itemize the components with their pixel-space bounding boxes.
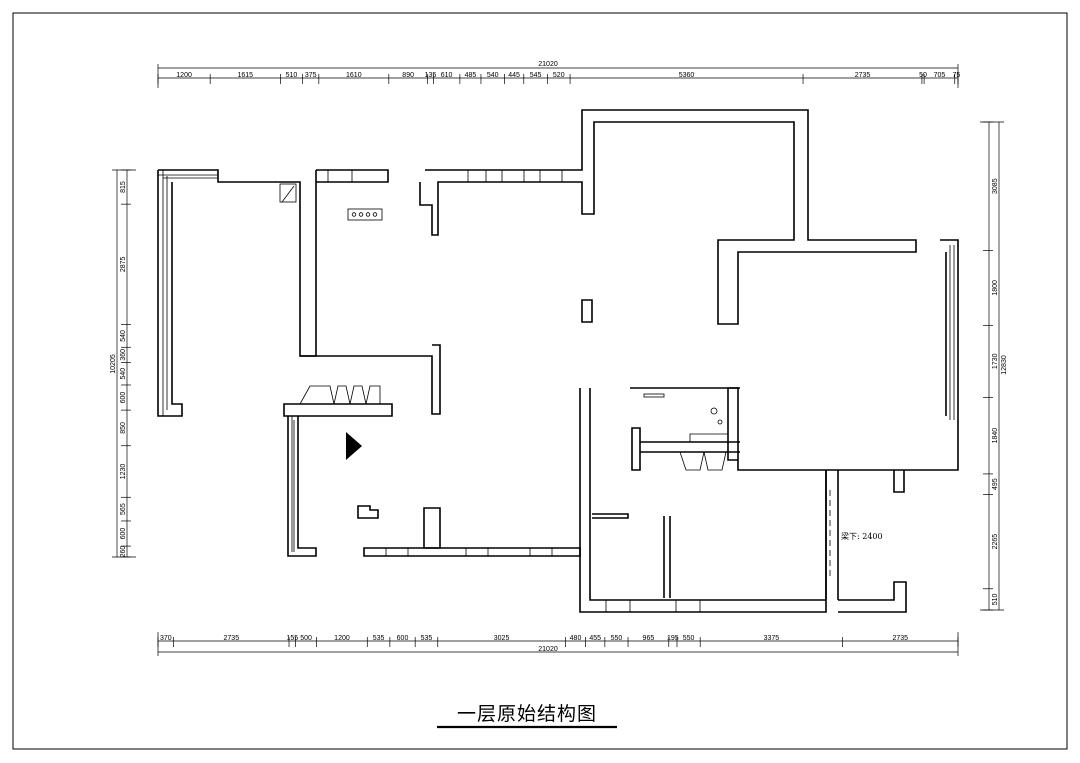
beam-note: 梁下: 2400 (841, 532, 883, 541)
walls (157, 109, 959, 613)
left-dim-label: 260 (120, 546, 127, 558)
left-dim-label: 2875 (120, 257, 127, 273)
top-dim-label: 890 (402, 72, 414, 79)
top-total-dim: 21020 (538, 61, 558, 68)
top-dim-label: 545 (530, 72, 542, 79)
bottom-dim-label: 965 (643, 635, 655, 642)
top-dim-label: 375 (305, 72, 317, 79)
top-dim-label: 135 (425, 72, 437, 79)
top-dim-label: 1615 (237, 72, 253, 79)
bottom-dim-label: 2735 (893, 635, 909, 642)
bottom-dim-label: 370 (160, 635, 172, 642)
right-dim-label: 1800 (992, 280, 999, 296)
left-dim-label: 360 (120, 349, 127, 361)
top-dim-label: 510 (286, 72, 298, 79)
right-total-dim: 12830 (1001, 355, 1008, 375)
bottom-dim-label: 550 (683, 635, 695, 642)
left-total-dim: 10205 (110, 354, 117, 374)
bottom-dim-label: 155 (286, 635, 298, 642)
left-dim-label: 600 (120, 392, 127, 404)
top-dim-label: 540 (487, 72, 499, 79)
bottom-dim-label: 455 (589, 635, 601, 642)
left-dim-label: 600 (120, 528, 127, 540)
top-dim-label: 75 (952, 72, 960, 79)
bottom-dim-label: 535 (373, 635, 385, 642)
right-dim-label: 495 (992, 478, 999, 490)
bottom-dim-label: 3375 (764, 635, 780, 642)
left-dim-label: 815 (120, 181, 127, 193)
top-dim-label: 1200 (176, 72, 192, 79)
drawing-title: 一层原始结构图 (457, 703, 597, 725)
right-dim-label: 1730 (992, 353, 999, 369)
bottom-dim-label: 550 (611, 635, 623, 642)
right-dim-label: 1840 (992, 428, 999, 444)
bottom-total-dim: 21020 (538, 646, 558, 653)
right-dimension-chain: 12830 3085 1800 1730 1840 495 2265 510 (980, 121, 1008, 611)
top-dim-label: 50 (919, 72, 927, 79)
bottom-dim-label: 195 (667, 635, 679, 642)
left-dim-label: 1230 (120, 464, 127, 480)
top-dimension-chain: 21020 1200 1615 510 375 1610 890 135 610 485 540 4… (157, 61, 960, 88)
bottom-dim-label: 600 (397, 635, 409, 642)
bottom-dim-label: 535 (421, 635, 433, 642)
top-dim-label: 610 (441, 72, 453, 79)
bottom-dim-label: 480 (570, 635, 582, 642)
bottom-dim-label: 2735 (224, 635, 240, 642)
entrance-arrow-icon (346, 432, 362, 460)
left-dim-label: 540 (120, 368, 127, 380)
bottom-dim-label: 3025 (494, 635, 510, 642)
right-dim-label: 3085 (992, 178, 999, 194)
right-dim-label: 510 (992, 593, 999, 605)
bottom-dim-label: 1200 (334, 635, 350, 642)
top-dim-label: 445 (508, 72, 520, 79)
top-dim-label: 1610 (346, 72, 362, 79)
right-dim-label: 2265 (992, 534, 999, 550)
wall-details (158, 170, 955, 612)
left-dim-label: 850 (120, 422, 127, 434)
bottom-dim-label: 500 (300, 635, 312, 642)
top-dim-label: 520 (553, 72, 565, 79)
left-dim-label: 565 (120, 503, 127, 515)
top-dim-label: 5360 (679, 72, 695, 79)
left-dim-label: 540 (120, 330, 127, 342)
top-dim-label: 2735 (855, 72, 871, 79)
left-dimension-chain: 10205 815 2875 540 360 540 600 850 1230 565 600 26… (110, 169, 136, 558)
top-dim-label: 485 (465, 72, 477, 79)
drawing-frame (12, 12, 1068, 750)
top-dim-label: 705 (934, 72, 946, 79)
